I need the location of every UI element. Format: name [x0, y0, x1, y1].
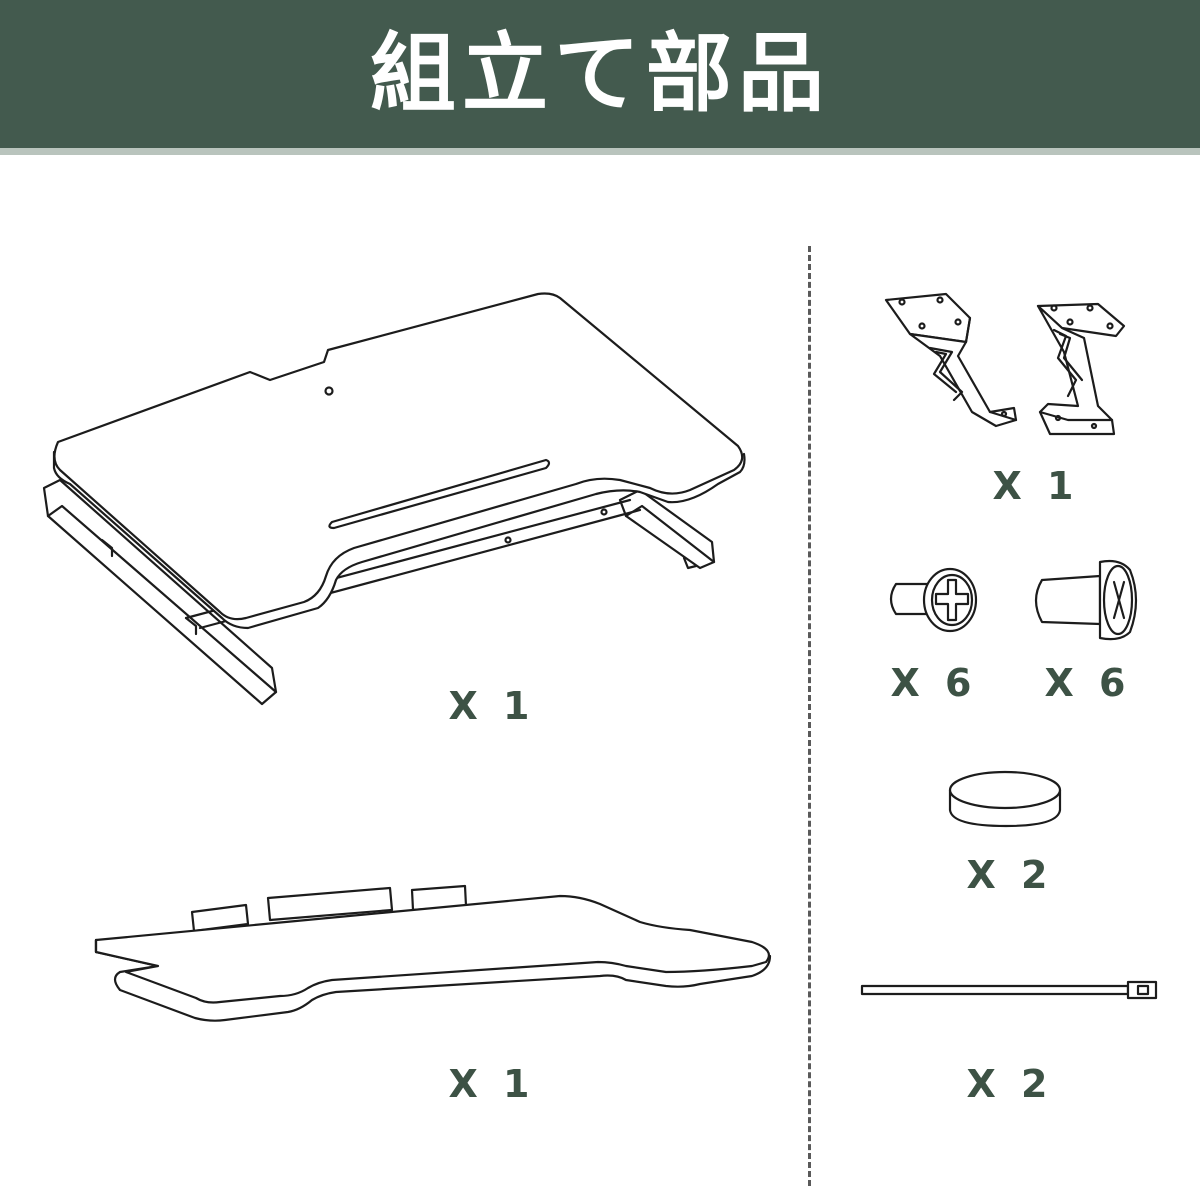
qty-keyboard-tray: X 1 [448, 1062, 536, 1106]
cable-tie-illustration [860, 980, 1158, 1000]
mounting-brackets-illustration [884, 292, 1126, 436]
large-screw-illustration [1034, 559, 1138, 641]
small-screw-illustration [889, 567, 978, 633]
qty-small-screw: X 6 [890, 661, 978, 705]
qty-mounting-bracket: X 1 [992, 464, 1080, 508]
header-underline [0, 148, 1200, 155]
page-title: 組立て部品 [370, 24, 830, 124]
keyboard-tray-illustration [94, 884, 772, 1022]
qty-cable-tie: X 2 [966, 1062, 1054, 1106]
section-divider [808, 246, 811, 1186]
header-bar [0, 0, 1200, 148]
foot-pad-illustration [948, 770, 1062, 828]
qty-large-screw: X 6 [1044, 661, 1132, 705]
qty-foot-pad: X 2 [966, 853, 1054, 897]
qty-desktop-platform: X 1 [448, 684, 536, 728]
desktop-platform-illustration [42, 292, 746, 706]
